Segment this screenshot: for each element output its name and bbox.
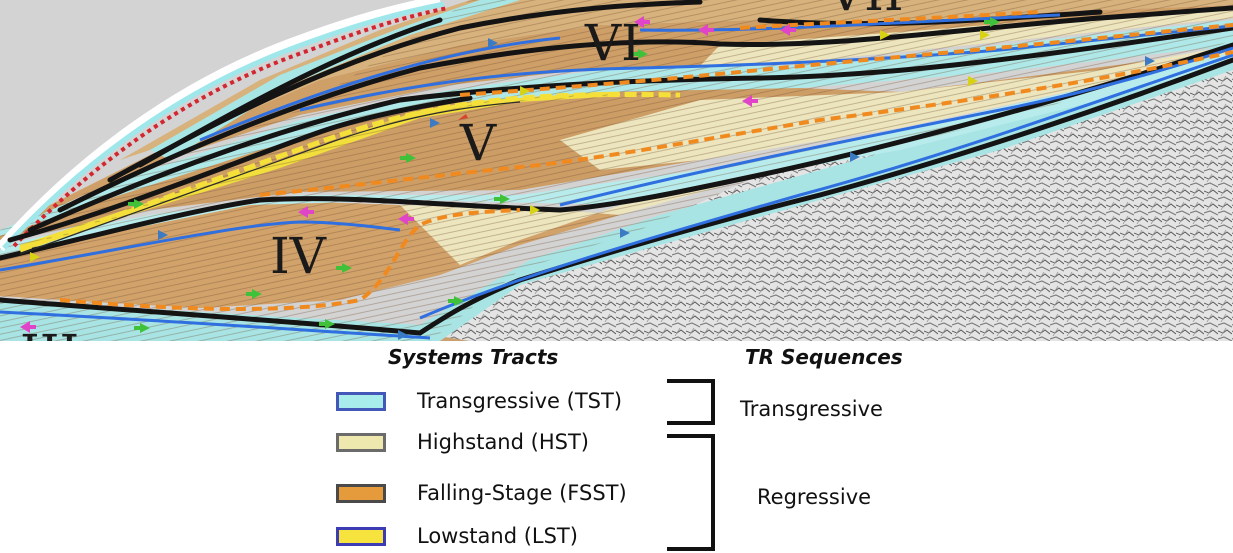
subaerial-unconformities <box>59 10 1233 311</box>
regressive-bracket <box>667 434 715 551</box>
sequence-label-III: III <box>20 324 79 341</box>
upper-boundary-white <box>0 0 441 252</box>
legend-item-fsst: Falling-Stage (FSST) <box>336 478 676 508</box>
systems-tracts-heading: Systems Tracts <box>388 345 559 369</box>
tst-label: Transgressive (TST) <box>417 389 623 413</box>
tr-sequences-heading: TR Sequences <box>745 345 903 369</box>
sequence-label-IV: IV <box>270 227 327 285</box>
hst-swatch <box>336 433 386 452</box>
stacking-arrows <box>20 16 1155 340</box>
seismic-cross-section: IV V VI VII III <box>0 0 1233 341</box>
lst-label: Lowstand (LST) <box>417 524 578 548</box>
sequence-label-VII: VII <box>827 0 904 22</box>
fsst-swatch <box>336 484 386 503</box>
lst-swatch <box>336 527 386 546</box>
transgressive-bracket <box>667 379 715 425</box>
upper-boundary-cyan <box>2 1 445 250</box>
fsst-layer-VII <box>120 0 1233 160</box>
maximum-flooding-surfaces <box>0 13 1233 340</box>
sequence-label-VI: VI <box>584 14 641 72</box>
lowstand-surface-shadow <box>19 101 521 255</box>
tst-swatch <box>336 392 386 411</box>
sequence-label-V: V <box>459 114 497 172</box>
tr-regressive-label: Regressive <box>757 485 872 509</box>
legend-item-hst: Highstand (HST) <box>336 427 676 457</box>
reflector-striations <box>0 0 1233 341</box>
tst-band-top <box>150 0 520 160</box>
tr-transgressive-label: Transgressive <box>740 397 883 421</box>
fsst-label: Falling-Stage (FSST) <box>417 481 627 505</box>
legend-item-lst: Lowstand (LST) <box>336 521 676 551</box>
legend-item-tst: Transgressive (TST) <box>336 386 676 416</box>
sequence-boundaries <box>0 0 1233 336</box>
ravinement-red-dotted <box>12 6 449 248</box>
lowstand-surface <box>19 91 681 253</box>
hst-label: Highstand (HST) <box>417 430 589 454</box>
